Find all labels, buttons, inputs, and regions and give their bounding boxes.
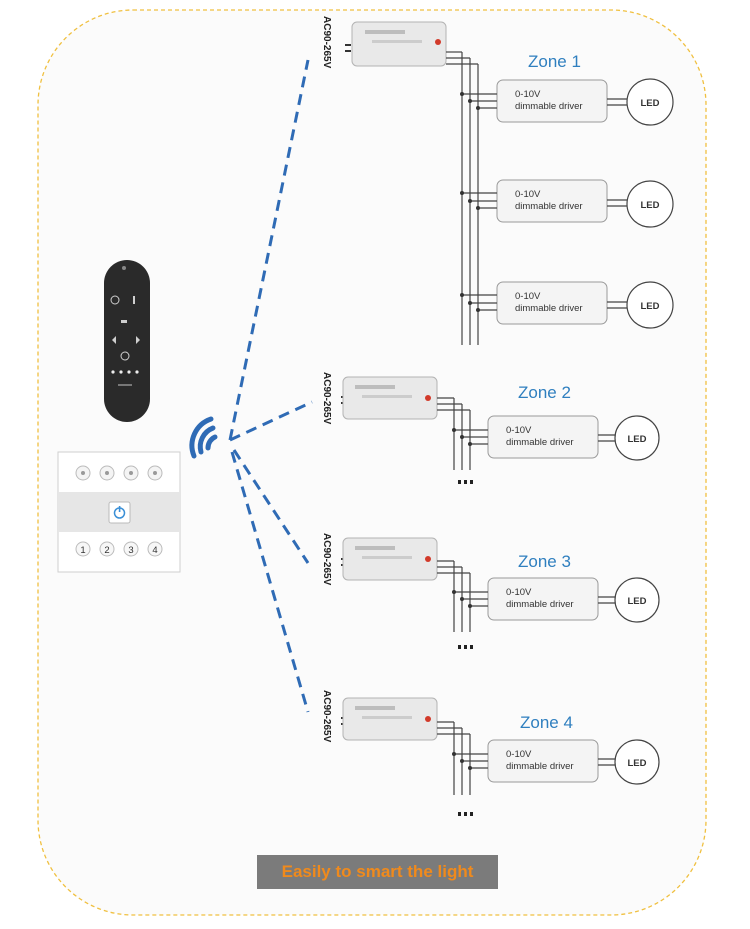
svg-text:LED: LED [641,200,660,211]
dashed-border [37,9,707,916]
zone-4: AC90-265V 0-10V dimmable driver LED Zone… [321,690,660,816]
zone-1-title: Zone 1 [528,52,581,71]
panel-button-2: 2 [104,545,109,556]
driver-1c: 0-10V dimmable driver LED [460,281,674,329]
zone-1: AC90-265V 0-10V dimmable driver LED 0-10… [321,16,674,345]
wall-panel: 1 2 3 4 [57,451,181,573]
wireless-signal-icon [189,416,218,459]
caption-banner: Easily to smart the light [257,855,498,889]
driver-1b: 0-10V dimmable driver LED [460,179,674,228]
driver-1a: 0-10V dimmable driver LED [460,78,674,126]
svg-text:dimmable driver: dimmable driver [506,761,574,772]
svg-text:AC90-265V: AC90-265V [321,690,332,743]
svg-text:LED: LED [628,434,647,445]
svg-text:0-10V: 0-10V [515,189,541,200]
caption-text: Easily to smart the light [281,862,474,881]
panel-button-3: 3 [128,545,133,556]
svg-text:dimmable driver: dimmable driver [515,303,583,314]
zone-2-title: Zone 2 [518,383,571,402]
svg-text:0-10V: 0-10V [515,89,541,100]
svg-text:0-10V: 0-10V [506,749,532,760]
receiver-module-1 [351,21,447,67]
svg-text:dimmable driver: dimmable driver [506,599,574,610]
svg-text:dimmable driver: dimmable driver [515,201,583,212]
svg-text:LED: LED [628,596,647,607]
svg-text:0-10V: 0-10V [515,291,541,302]
zone-3-title: Zone 3 [518,552,571,571]
svg-text:AC90-265V: AC90-265V [321,372,332,425]
remote-control [104,260,150,422]
zone-4-title: Zone 4 [520,713,573,732]
svg-text:LED: LED [641,301,660,312]
panel-button-4: 4 [152,545,157,556]
zone-3: AC90-265V 0-10V dimmable driver LED Zone… [321,533,660,649]
svg-text:LED: LED [641,98,660,109]
svg-text:dimmable driver: dimmable driver [506,437,574,448]
receiver-voltage-label: AC90-265V [321,16,332,69]
svg-text:LED: LED [628,758,647,769]
svg-text:0-10V: 0-10V [506,425,532,436]
zone-2: AC90-265V 0-10V dimmable driver LED Zone… [321,372,660,484]
svg-text:0-10V: 0-10V [506,587,532,598]
svg-text:dimmable driver: dimmable driver [515,101,583,112]
svg-text:AC90-265V: AC90-265V [321,533,332,586]
panel-button-1: 1 [80,545,85,556]
wireless-links [228,59,313,713]
